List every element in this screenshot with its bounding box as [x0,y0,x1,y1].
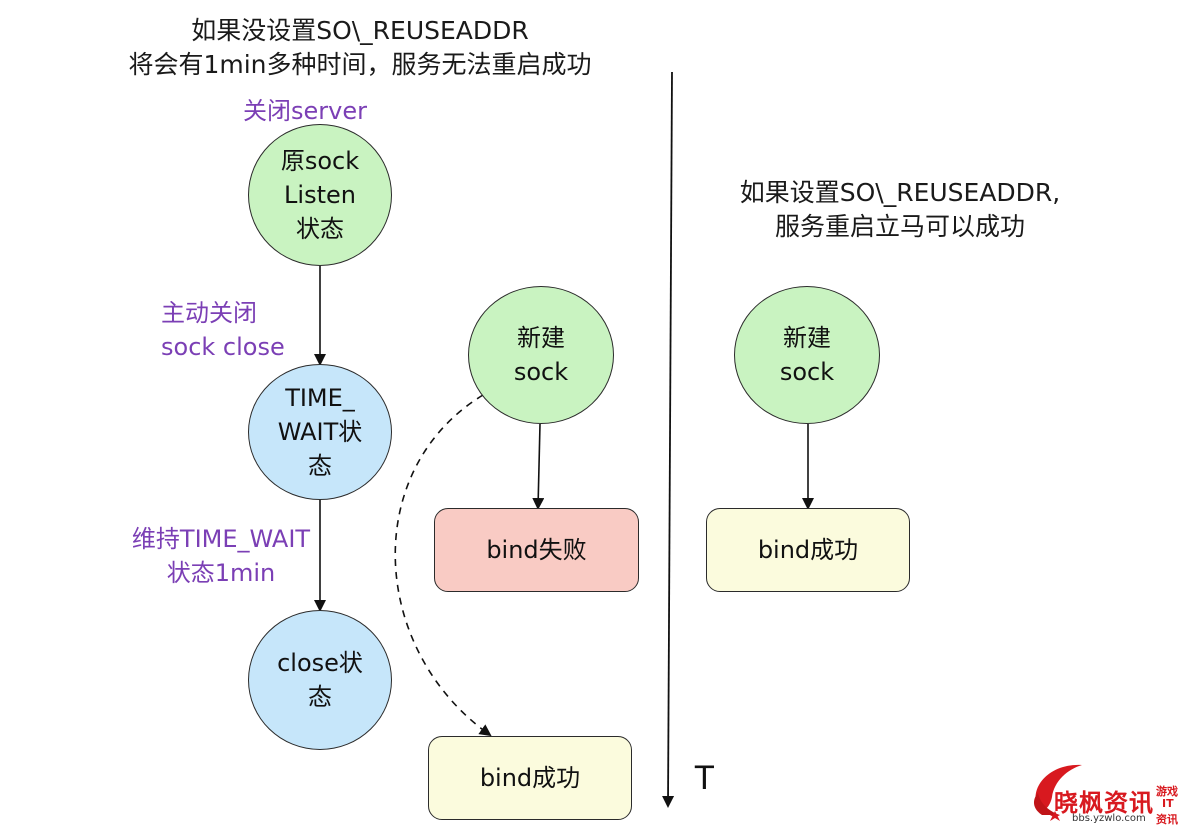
timeline-arrow [662,71,675,808]
keep-wait-line1: 维持TIME_WAIT [131,525,311,553]
keep-wait-line2: 状态1min [166,559,276,587]
new-sock-right-node: 新建 sock [734,286,880,424]
watermark-logo-swoosh [1034,764,1082,821]
bind-success-left-box: bind成功 [428,736,632,820]
active-close-line1: 主动关闭 [161,299,257,327]
watermark-side-3: 资讯 [1156,813,1178,826]
left-title-line1: 如果没设置SO\_REUSEADDR [191,16,529,45]
dashed-arrow-newsock-to-bindsuccess [394,394,492,737]
orig-sock-listen-node: 原sock Listen 状态 [248,124,392,266]
bind-success-right-text: bind成功 [757,536,859,564]
active-close-line2: sock close [161,333,285,361]
time-wait-text: TIME_ WAIT状 态 [277,384,363,480]
right-title-line1: 如果设置SO\_REUSEADDR, [739,178,1061,207]
active-close-label: 主动关闭 sock close [161,296,285,364]
keep-wait-label: 维持TIME_WAIT 状态1min [121,522,321,590]
timeline-label: T [694,759,715,797]
watermark-brand: 晓枫资讯 [1054,789,1154,817]
new-sock-left-text: 新建 sock [513,324,569,386]
bind-fail-box: bind失败 [434,508,639,592]
close-state-node: close状 态 [248,610,392,750]
arrow-newsock-to-bindfail [532,423,545,510]
bind-success-left-text: bind成功 [479,764,581,792]
watermark: 晓枫资讯 bbs.yzwlo.com 游戏 IT 资讯 [1020,757,1198,829]
close-state-text: close状 态 [277,649,363,711]
left-title: 如果没设置SO\_REUSEADDR 将会有1min多种时间，服务无法重启成功 [80,14,640,82]
time-wait-node: TIME_ WAIT状 态 [248,364,392,500]
new-sock-left-node: 新建 sock [468,286,614,424]
right-title: 如果设置SO\_REUSEADDR, 服务重启立马可以成功 [700,176,1100,244]
watermark-url: bbs.yzwlo.com [1072,813,1146,824]
close-server-label: 关闭server [243,97,367,125]
bind-success-right-box: bind成功 [706,508,910,592]
left-title-line2: 将会有1min多种时间，服务无法重启成功 [128,50,592,79]
orig-sock-listen-text: 原sock Listen 状态 [280,147,360,243]
watermark-side-1: 游戏 [1156,785,1178,798]
bind-fail-text: bind失败 [486,536,587,564]
watermark-side-2: IT [1162,797,1174,810]
new-sock-right-text: 新建 sock [779,324,835,386]
right-title-line2: 服务重启立马可以成功 [774,212,1025,241]
